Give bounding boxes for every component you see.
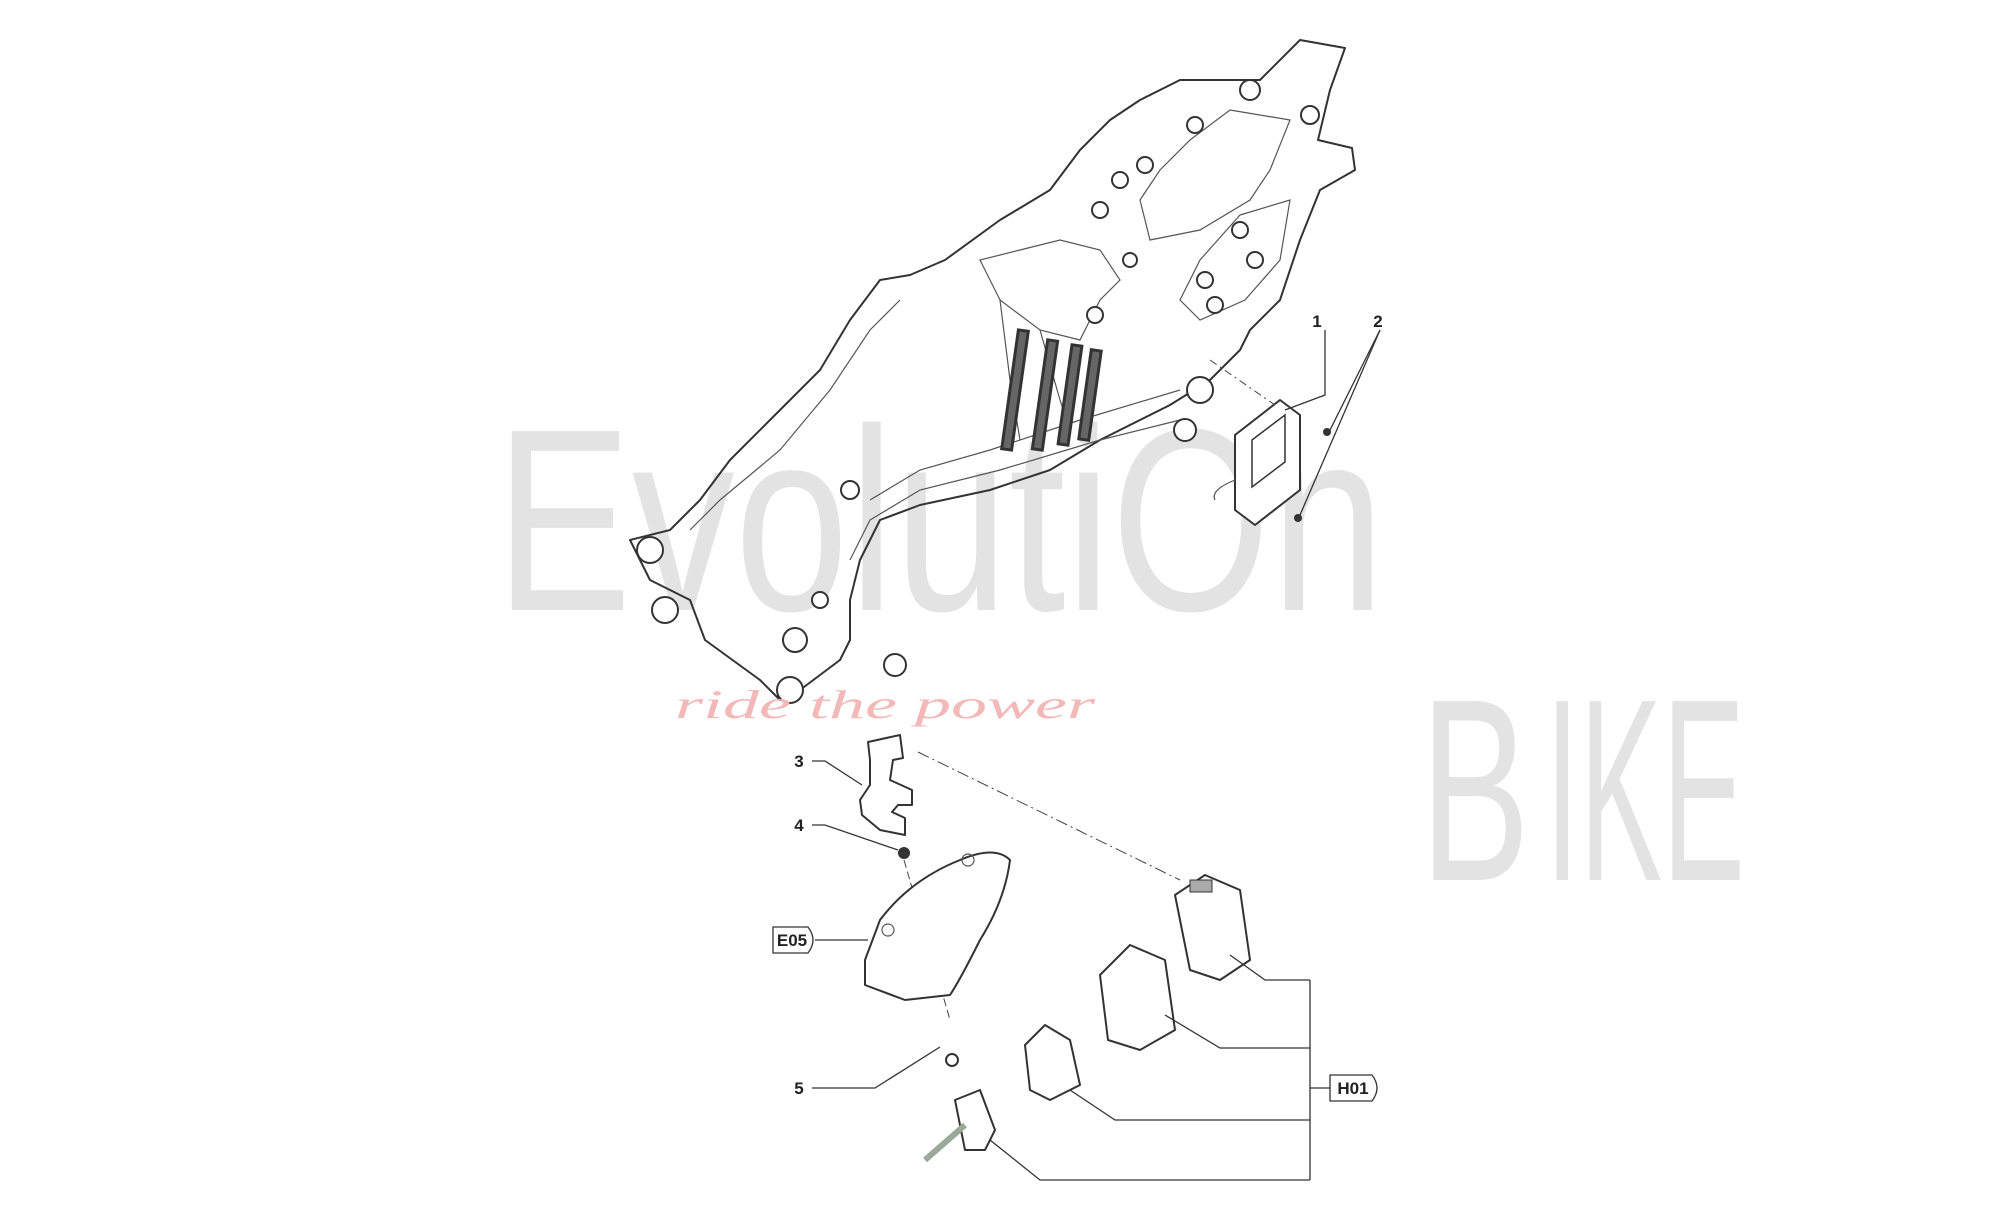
control-module [1209, 359, 1331, 526]
watermark-slogan: ride the power [675, 682, 1096, 727]
cover [864, 851, 1011, 1001]
rear-frame [629, 39, 1356, 704]
callout-e05-box [772, 926, 814, 954]
callout-h01-box [1329, 1074, 1378, 1102]
callout-e05: E05 [777, 931, 807, 950]
watermark: EvolutiOn B IKE [495, 376, 1745, 936]
nut [898, 847, 910, 859]
callout-h01: H01 [1337, 1079, 1368, 1098]
leader-lines [812, 329, 1381, 1181]
screw [945, 1053, 959, 1067]
connectors [923, 874, 1251, 1163]
callout-1: 1 [1312, 312, 1321, 331]
bracket [859, 734, 913, 836]
callout-4: 4 [794, 816, 804, 835]
watermark-brand-line1: EvolutiOn [495, 376, 1385, 666]
callout-3: 3 [794, 752, 803, 771]
watermark-brand-initial: B [1420, 646, 1530, 936]
callout-5: 5 [794, 1079, 803, 1098]
watermark-brand-rest: IKE [1545, 646, 1745, 936]
callout-labels: 1 2 3 4 E05 5 H01 [772, 312, 1383, 1102]
callout-2: 2 [1373, 312, 1382, 331]
